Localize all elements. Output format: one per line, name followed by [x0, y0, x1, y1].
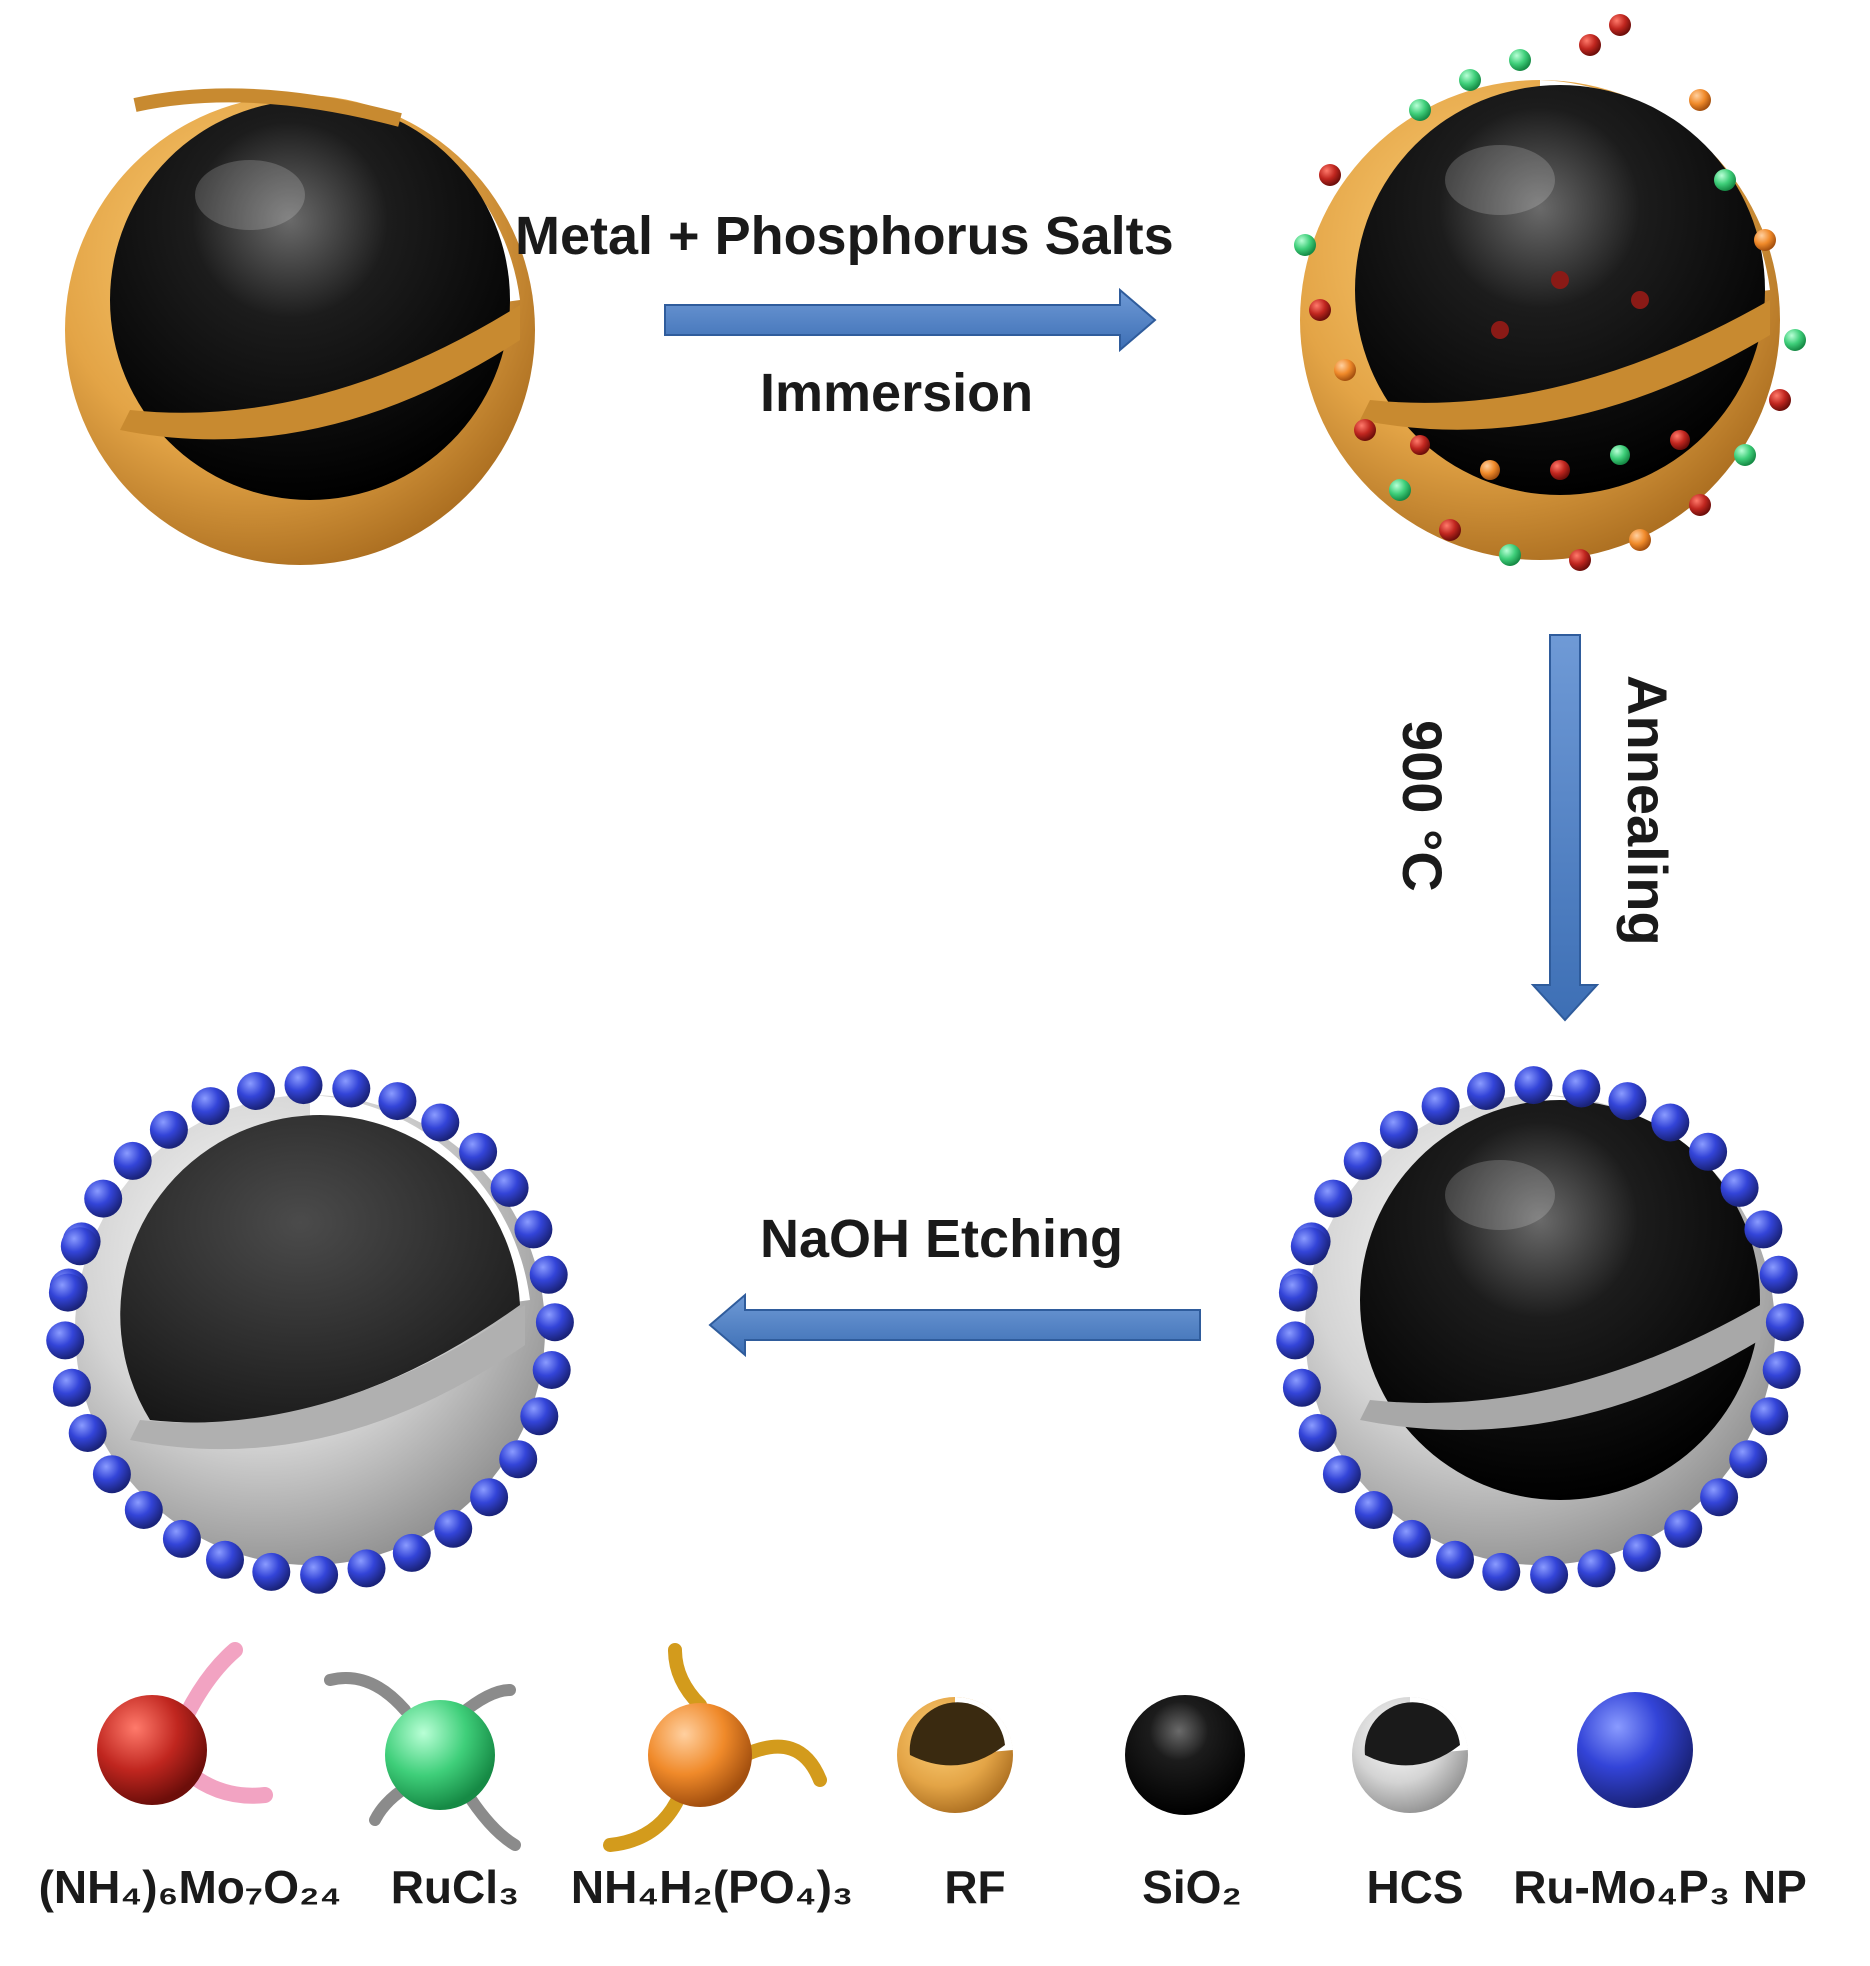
nanoparticle	[332, 1069, 371, 1108]
nanoparticle	[1700, 1478, 1739, 1517]
nanoparticle	[1290, 1227, 1329, 1266]
legend-label-sio2: SiO₂	[1142, 1861, 1242, 1913]
nanoparticle	[60, 1227, 99, 1266]
label-metal-phosphorus-salts: Metal + Phosphorus Salts	[515, 206, 1174, 266]
nanoparticle	[68, 1414, 107, 1452]
salt-impregnated-sphere	[1294, 14, 1806, 571]
nanoparticle	[434, 1509, 473, 1548]
nanoparticle	[421, 1103, 460, 1142]
nanoparticle	[1322, 1455, 1361, 1494]
nanoparticle	[191, 1087, 230, 1126]
nanoparticle	[1314, 1179, 1353, 1218]
nanoparticle	[1664, 1509, 1703, 1548]
legend-icon-sio2	[1125, 1695, 1245, 1815]
nanoparticle	[1729, 1440, 1768, 1479]
nanoparticle	[459, 1132, 498, 1171]
nanoparticle	[1622, 1533, 1661, 1572]
nanoparticle	[237, 1072, 275, 1110]
nanoparticle	[1276, 1321, 1315, 1360]
arrow-annealing	[1530, 634, 1600, 1022]
nanoparticle	[113, 1141, 152, 1180]
nanoparticle	[92, 1455, 131, 1494]
legend-label-p: NH₄H₂(PO₄)₃	[570, 1861, 854, 1913]
arrow-immersion	[664, 287, 1157, 353]
legend-label-hcs: HCS	[1366, 1861, 1464, 1913]
label-annealing: Annealing	[1616, 675, 1679, 946]
nanoparticle	[1436, 1540, 1474, 1579]
nanoparticle	[1514, 1066, 1553, 1105]
legend-label-rf: RF	[944, 1861, 1006, 1913]
nanoparticle	[392, 1533, 431, 1572]
nanoparticle	[490, 1168, 529, 1207]
nanoparticle	[1392, 1519, 1431, 1558]
nanoparticle	[1421, 1087, 1460, 1126]
nanoparticle	[535, 1303, 574, 1342]
nanoparticle	[347, 1549, 386, 1588]
nanoparticle	[529, 1255, 568, 1294]
nanoparticle	[300, 1555, 339, 1594]
nanoparticle	[1379, 1110, 1418, 1149]
legend-icon-p	[603, 1643, 827, 1852]
legend-icon-hcs	[1352, 1696, 1468, 1813]
nanoparticle	[1750, 1397, 1789, 1436]
nanoparticle	[1651, 1103, 1690, 1142]
nanoparticle	[1762, 1351, 1801, 1389]
nanoparticle	[48, 1273, 87, 1312]
nanoparticle	[46, 1321, 85, 1360]
nanoparticle	[252, 1552, 291, 1591]
nanoparticle	[162, 1519, 201, 1558]
nanoparticle	[1562, 1069, 1601, 1108]
nanoparticle	[378, 1082, 417, 1121]
nanoparticle	[1765, 1303, 1804, 1342]
nanoparticle	[1720, 1168, 1759, 1207]
legend-icon-rf	[897, 1696, 1013, 1813]
arrow-etching	[708, 1292, 1201, 1358]
nanoparticle-layer	[46, 1066, 1804, 1594]
nanoparticle	[520, 1397, 559, 1436]
adsorbed-salt-molecules	[1294, 14, 1806, 571]
nanoparticle	[1608, 1082, 1647, 1121]
nanoparticle	[1278, 1273, 1317, 1312]
nanoparticle	[52, 1368, 91, 1407]
nanoparticle	[1689, 1132, 1728, 1171]
label-naoh-etching: NaOH Etching	[760, 1209, 1124, 1269]
rf-coated-silica-sphere	[65, 88, 535, 565]
hollow-carbon-sphere	[75, 1095, 545, 1565]
nanoparticle	[514, 1210, 553, 1249]
legend-icon-ru	[324, 1672, 521, 1851]
legend-label-np: Ru-Mo₄P₃ NP	[1513, 1861, 1807, 1913]
nanoparticle	[499, 1440, 538, 1479]
legend-icon-np	[1577, 1692, 1693, 1808]
nanoparticle	[470, 1478, 509, 1517]
nanoparticle	[1298, 1414, 1337, 1452]
nanoparticle	[149, 1110, 188, 1149]
nanoparticle	[1354, 1491, 1393, 1529]
nanoparticle	[532, 1351, 571, 1389]
nanoparticle	[1467, 1072, 1505, 1110]
legend-label-mo: (NH₄)₆Mo₇O₂₄	[38, 1861, 342, 1913]
nanoparticle	[1343, 1141, 1382, 1180]
label-temperature: 900 °C	[1391, 720, 1454, 892]
nanoparticle	[284, 1066, 323, 1105]
legend-icon-mo	[97, 1642, 273, 1805]
nanoparticle	[1577, 1549, 1616, 1588]
legend-label-ru: RuCl₃	[390, 1861, 520, 1913]
annealed-sphere	[1305, 1095, 1775, 1565]
nanoparticle	[124, 1491, 163, 1529]
label-immersion: Immersion	[760, 363, 1034, 423]
nanoparticle	[84, 1179, 123, 1218]
nanoparticle	[206, 1540, 244, 1579]
nanoparticle	[1744, 1210, 1783, 1249]
nanoparticle	[1482, 1552, 1521, 1591]
nanoparticle	[1282, 1368, 1321, 1407]
nanoparticle	[1530, 1555, 1569, 1594]
nanoparticle	[1759, 1255, 1798, 1294]
